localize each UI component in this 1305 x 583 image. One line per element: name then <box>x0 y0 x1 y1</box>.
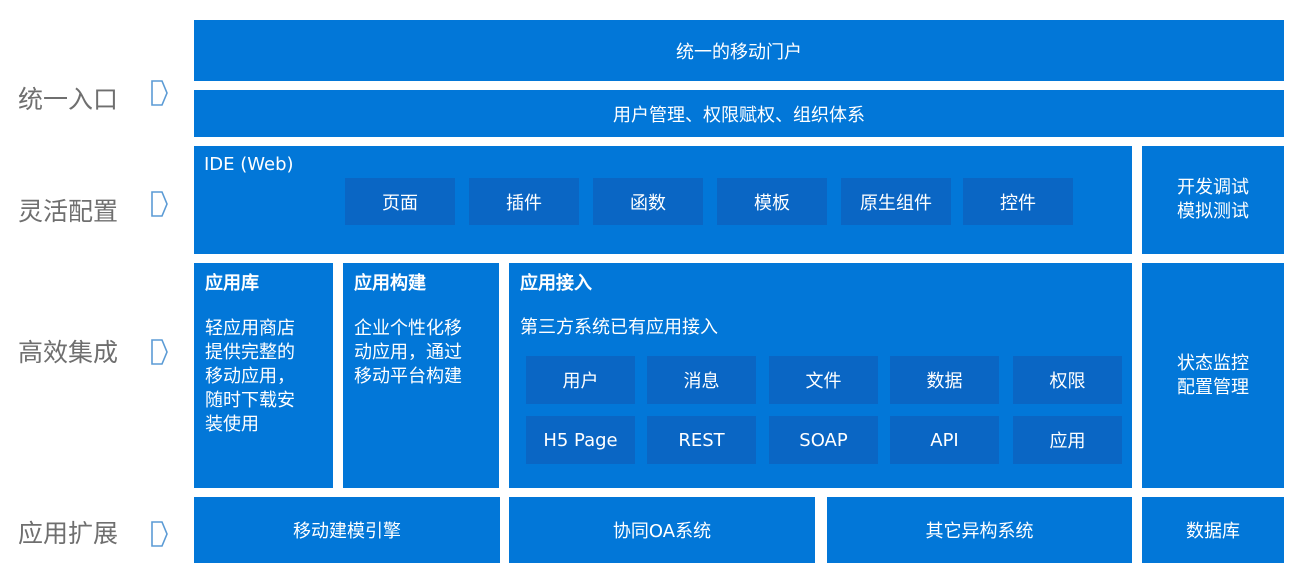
ide-item-template: 模板 <box>717 178 827 225</box>
chevron-right-icon <box>151 80 168 106</box>
heterogeneous-systems-block: 其它异构系统 <box>827 497 1132 563</box>
access-item-permission: 权限 <box>1013 356 1122 404</box>
app-store-block: 应用库 轻应用商店 提供完整的 移动应用， 随时下载安 装使用 <box>194 263 333 488</box>
dev-debug-block: 开发调试 模拟测试 <box>1142 146 1284 254</box>
access-item-message: 消息 <box>647 356 756 404</box>
app-build-title: 应用构建 <box>354 273 426 294</box>
mobile-portal-bar: 统一的移动门户 <box>194 20 1284 81</box>
row-label-flexible-config: 灵活配置 <box>18 197 119 226</box>
ide-item-control: 控件 <box>963 178 1073 225</box>
ide-title: IDE (Web) <box>204 154 294 175</box>
chevron-right-icon <box>151 191 168 217</box>
app-build-block: 应用构建 企业个性化移 动应用，通过 移动平台构建 <box>343 263 499 488</box>
modeling-engine-block: 移动建模引擎 <box>194 497 500 563</box>
app-access-title: 应用接入 <box>520 273 592 294</box>
access-item-soap: SOAP <box>769 416 878 464</box>
access-item-h5-page: H5 Page <box>526 416 635 464</box>
app-access-block: 应用接入 第三方系统已有应用接入 用户 消息 文件 数据 权限 H5 Page … <box>509 263 1132 488</box>
app-access-subtitle: 第三方系统已有应用接入 <box>520 317 718 338</box>
app-store-title: 应用库 <box>205 273 259 294</box>
chevron-right-icon <box>151 339 168 365</box>
access-item-application: 应用 <box>1013 416 1122 464</box>
ide-block: IDE (Web) 页面 插件 函数 模板 原生组件 控件 <box>194 146 1132 254</box>
access-item-user: 用户 <box>526 356 635 404</box>
app-store-desc: 轻应用商店 提供完整的 移动应用， 随时下载安 装使用 <box>205 318 295 435</box>
access-item-data: 数据 <box>890 356 999 404</box>
ide-item-plugin: 插件 <box>469 178 579 225</box>
ide-item-function: 函数 <box>593 178 703 225</box>
ide-item-page: 页面 <box>345 178 455 225</box>
access-item-rest: REST <box>647 416 756 464</box>
access-item-api: API <box>890 416 999 464</box>
database-block: 数据库 <box>1142 497 1284 563</box>
status-monitor-block: 状态监控 配置管理 <box>1142 263 1284 488</box>
ide-item-native-component: 原生组件 <box>841 178 951 225</box>
chevron-right-icon <box>151 521 168 547</box>
app-build-desc: 企业个性化移 动应用，通过 移动平台构建 <box>354 318 462 387</box>
oa-system-block: 协同OA系统 <box>509 497 815 563</box>
user-management-bar: 用户管理、权限赋权、组织体系 <box>194 90 1284 137</box>
row-label-unified-entry: 统一入口 <box>18 85 119 114</box>
access-item-file: 文件 <box>769 356 878 404</box>
row-label-app-extension: 应用扩展 <box>18 519 119 548</box>
row-label-efficient-integration: 高效集成 <box>18 338 119 367</box>
